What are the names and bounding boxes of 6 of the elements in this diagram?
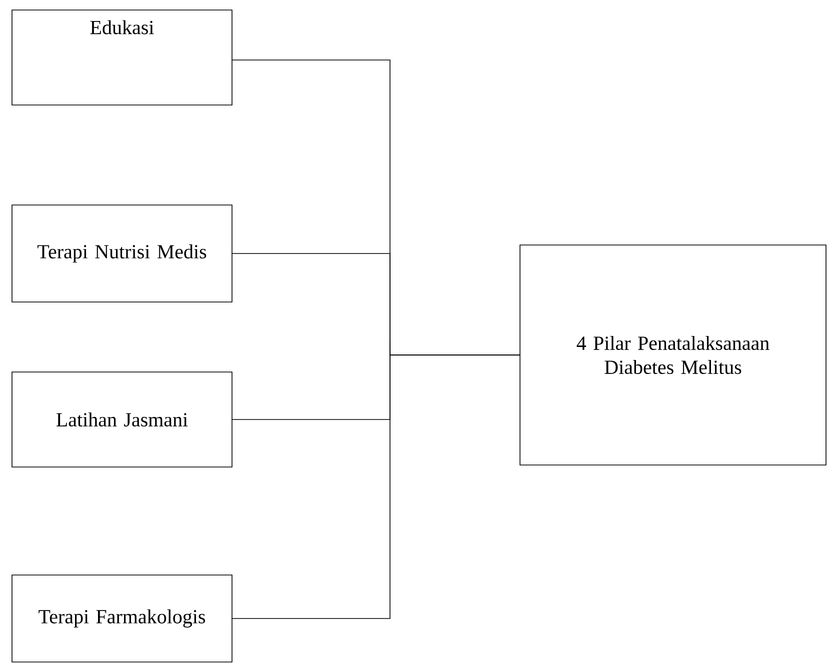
- text-box: Edukasi: [12, 10, 232, 106]
- text-box: Latihan Jasmani: [12, 372, 232, 468]
- connector-line: [232, 342, 520, 619]
- text-box: Terapi Nutrisi Medis: [12, 204, 232, 302]
- text-box: Terapi Farmakologis: [12, 574, 232, 662]
- text-box: 4 Pilar Penatalaksanaan Diabetes Melitus: [520, 244, 826, 466]
